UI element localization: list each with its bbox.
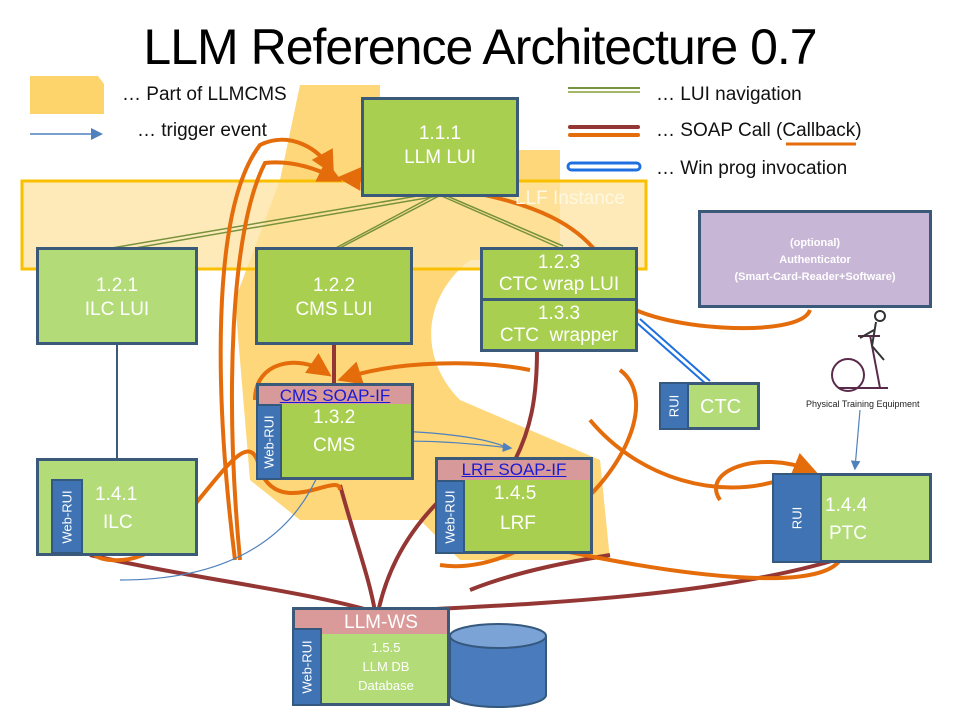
component-id: 1.3.2 [313,407,356,428]
cms-soap-if[interactable]: CMS SOAP-IF [256,383,414,407]
rui-label: Web-RUI [59,489,75,544]
component-type: Database [358,678,414,693]
llm-ws-label: LLM-WS [344,612,418,633]
component-id: 1.5.5 [371,640,401,655]
component-ctc-wrapper[interactable]: 1.3.3 CTC wrapper [480,298,638,352]
component-id: 1.1.1 [418,123,462,144]
component-name: CTC wrap LUI [498,274,620,295]
component-name: CMS [313,435,356,456]
auth-detail: (Smart-Card-Reader+Software) [734,271,896,283]
exercise-bike-icon [831,310,888,392]
legend-lui-navigation: … LUI navigation [656,84,802,105]
legend-soap-call-text: … SOAP Call ( [656,120,783,141]
component-name: ILC LUI [84,299,150,320]
legend-soap-line [568,125,640,137]
rui-label: Web-RUI [442,490,458,544]
component-name: CMS LUI [295,299,373,320]
component-ctc-wrap-lui[interactable]: 1.2.3 CTC wrap LUI [480,247,638,301]
lui-navigation-lines [99,192,564,255]
ctc-rui[interactable]: RUI [659,382,689,430]
cms-soap-if-link[interactable]: CMS SOAP-IF [279,386,391,405]
component-id: 1.4.5 [494,483,537,504]
page-title: LLM Reference Architecture 0.7 [143,19,817,75]
component-id: 1.2.3 [537,252,581,273]
component-name: CTC wrapper [499,325,619,346]
component-id: 1.2.2 [312,275,356,296]
component-cms[interactable]: 1.3.2 CMS [256,404,414,480]
component-id: 1.2.1 [95,275,139,296]
component-name: LRF [500,513,536,534]
ilc-web-rui[interactable]: Web-RUI [51,479,83,554]
lrf-soap-if-link[interactable]: LRF SOAP-IF [461,460,567,479]
legend-paren: ) [855,120,862,141]
auth-optional: (optional) [789,237,841,249]
component-name: LLM DB [362,659,410,674]
component-id: 1.4.4 [825,495,868,516]
legend-lui-nav-line [568,87,640,93]
legend-callback-text: Callback [782,120,856,141]
component-ilc-lui[interactable]: 1.2.1 ILC LUI [36,247,198,345]
component-name: CTC [700,396,742,418]
component-name: LLM LUI [404,147,476,168]
component-authenticator[interactable]: (optional) Authenticator (Smart-Card-Rea… [698,210,932,308]
component-llm-lui[interactable]: 1.1.1 LLM LUI [361,97,519,197]
legend-trigger-event: … trigger event [137,120,267,141]
ptc-rui[interactable]: RUI [772,473,822,563]
auth-name: Authenticator [779,254,851,266]
cms-web-rui[interactable]: Web-RUI [256,404,282,480]
rui-label: RUI [666,394,682,418]
legend-part-of-llmcms: … Part of LLMCMS [122,84,287,105]
llm-db-web-rui[interactable]: Web-RUI [292,628,322,706]
rui-label: Web-RUI [261,415,277,469]
llf-instance-label: LLF Instance [515,188,625,209]
component-name: ILC [103,512,133,533]
component-id: 1.3.3 [537,303,581,324]
legend-soap-call: … SOAP Call (Callback) [656,120,862,142]
component-cms-lui[interactable]: 1.2.2 CMS LUI [255,247,413,345]
legend-win-prog: … Win prog invocation [656,158,848,179]
database-cylinder-icon [449,623,547,708]
legend-llmcms-swatch [30,76,104,114]
rui-label: RUI [789,506,805,530]
component-id: 1.4.1 [95,484,138,505]
component-name: PTC [829,523,867,544]
legend-win-prog-line [566,161,642,172]
lrf-soap-if[interactable]: LRF SOAP-IF [435,457,593,481]
win-prog-line [636,318,711,385]
rui-label: Web-RUI [299,640,315,694]
lrf-web-rui[interactable]: Web-RUI [435,480,465,554]
equipment-caption: Physical Training Equipment [806,399,920,409]
